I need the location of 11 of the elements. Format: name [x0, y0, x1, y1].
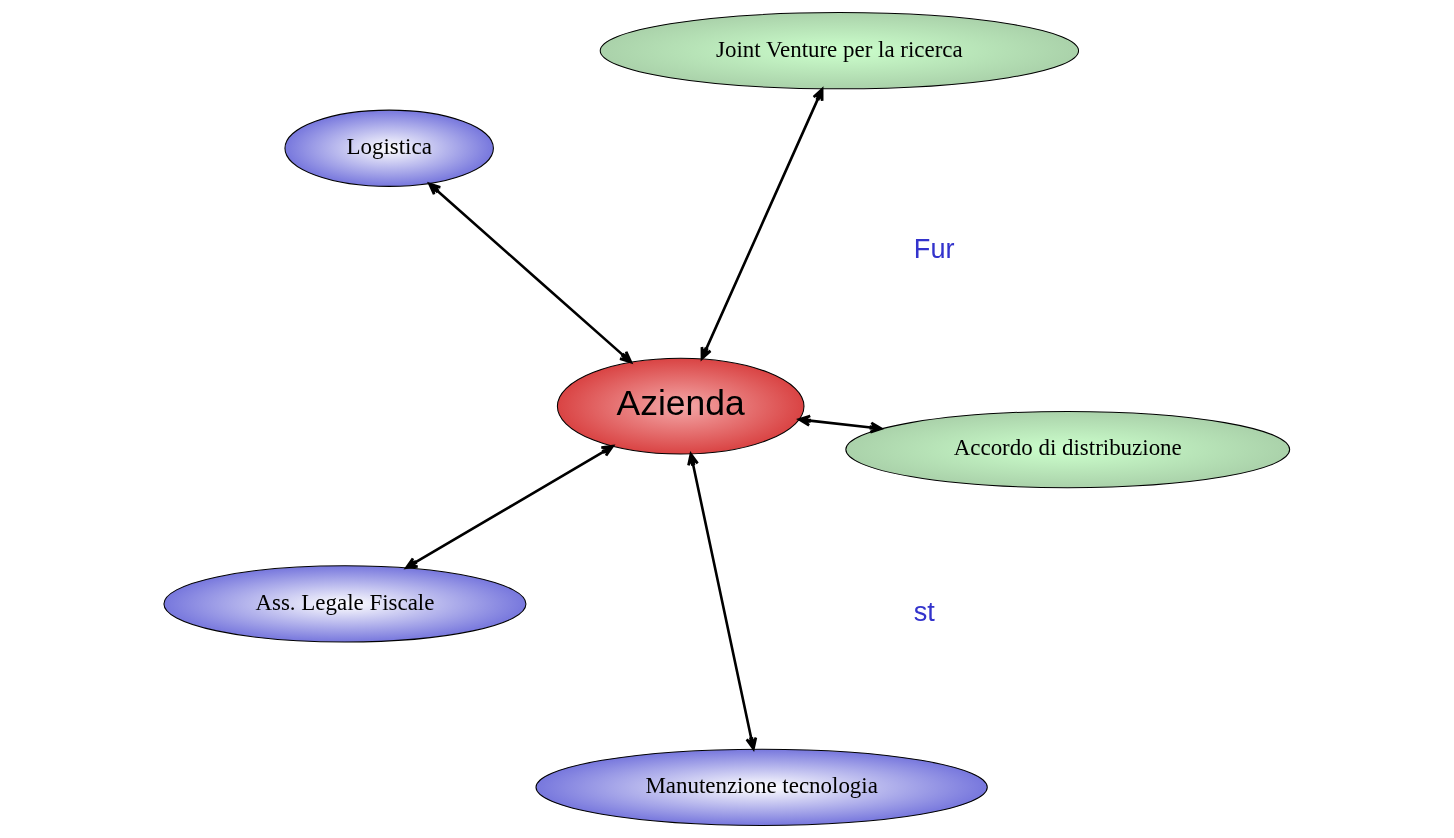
node-ellipse: Accordo di distribuzione [845, 410, 1291, 489]
arrow [687, 452, 758, 751]
arrow [428, 182, 633, 364]
node-ellipse: Manutenzione tecnologia [535, 748, 988, 826]
arrow [797, 414, 883, 434]
label: Fur [913, 232, 955, 264]
node-ellipse: Joint Venture per la ricerca [599, 12, 1080, 90]
label: st [913, 595, 935, 627]
arrow [404, 444, 615, 570]
node-ellipse: Ass. Legale Fiscale [163, 565, 527, 643]
node-ellipse: Logistica [284, 109, 494, 187]
